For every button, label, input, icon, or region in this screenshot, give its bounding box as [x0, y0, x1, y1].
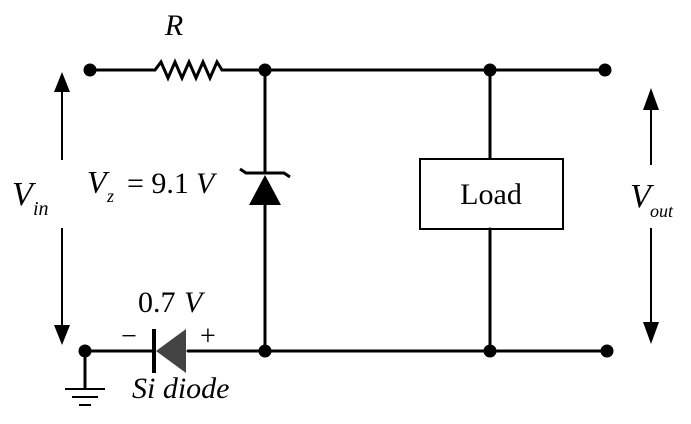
node-zener-bottom [258, 344, 272, 358]
vout-label-sub: out [650, 201, 674, 221]
si-diode-triangle [156, 329, 186, 373]
node-input-top [83, 63, 97, 77]
diode-plus-sign: + [200, 321, 216, 352]
load-label: Load [460, 178, 522, 211]
node-input-bottom [78, 344, 92, 358]
diode-minus-sign: − [121, 321, 137, 352]
vout-arrow-up-head [643, 88, 659, 110]
vz-value: = 9.1 [127, 167, 189, 200]
node-output-top [598, 63, 612, 77]
vin-arrow-up-head [54, 72, 70, 92]
zener-diode-triangle [249, 175, 281, 205]
diode-drop-unit: V [184, 286, 206, 319]
vin-arrow-down-head [54, 325, 70, 345]
diode-drop-value: 0.7 [138, 286, 176, 319]
node-load-top [483, 63, 497, 77]
node-output-bottom [600, 344, 614, 358]
node-load-bottom [483, 344, 497, 358]
vz-unit: V [196, 167, 218, 200]
load-box [419, 158, 564, 230]
vz-label-sub: z [106, 186, 114, 206]
vz-label-main: V [87, 164, 110, 200]
diode-type-label: Si diode [132, 372, 230, 405]
resistor-label: R [164, 9, 183, 42]
zener-diode-bar [239, 167, 291, 179]
resistor-symbol [153, 58, 224, 82]
node-zener-top [258, 63, 272, 77]
vin-label-sub: in [33, 198, 49, 220]
vout-arrow-down-head [643, 322, 659, 344]
